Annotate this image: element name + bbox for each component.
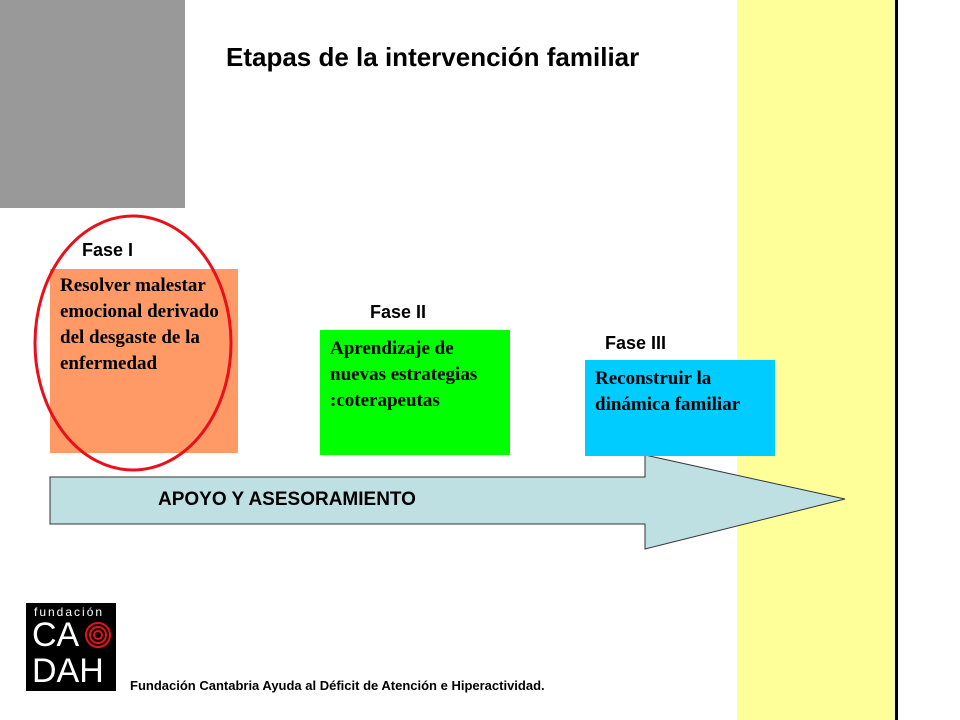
phase-1-box: Resolver malestar emocional derivado del… <box>50 269 238 453</box>
phase-2-label: Fase II <box>370 302 427 322</box>
phase-3-box: Reconstruir la dinámica familiar <box>585 360 775 456</box>
phase-2-box: Aprendizaje de nuevas estrategias :coter… <box>320 330 510 455</box>
footer-text: Fundación Cantabria Ayuda al Déficit de … <box>130 678 545 693</box>
cadah-logo: fundación CA DAH <box>26 603 116 691</box>
vertical-divider <box>895 0 898 720</box>
logo-line-2: DAH <box>32 652 104 690</box>
phase-1-label: Fase I <box>82 240 134 260</box>
phase-3-label: Fase III <box>605 333 667 353</box>
logo-line-1: CA <box>32 616 80 654</box>
fingerprint-spiral-icon <box>85 622 111 648</box>
gray-decor-block <box>0 0 185 208</box>
support-arrow-label: APOYO Y ASESORAMIENTO <box>158 489 416 510</box>
logo-small-text: fundación <box>34 605 105 619</box>
slide-title: Etapas de la intervención familiar <box>226 42 640 72</box>
